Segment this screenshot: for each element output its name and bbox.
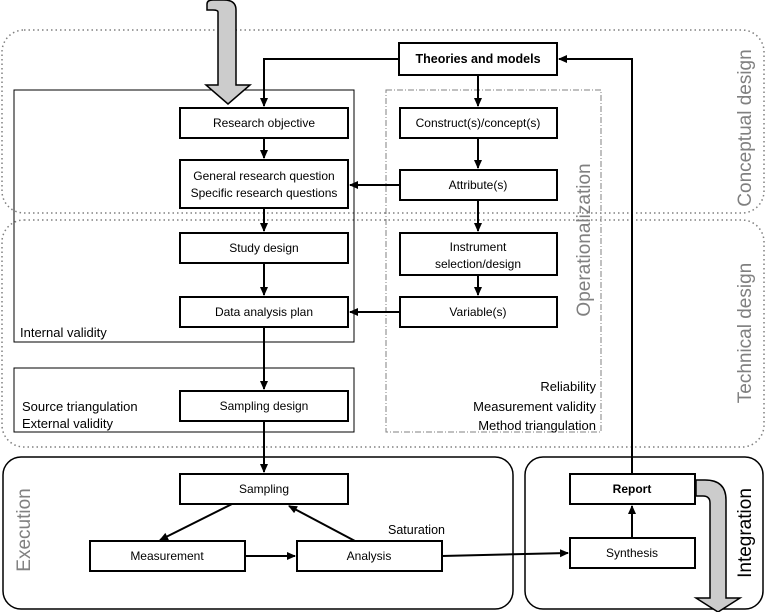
external-validity-label: External validity (22, 416, 114, 431)
report-text: Report (613, 482, 652, 496)
arrow-theories-to-objective (260, 58, 399, 107)
input-arrow (203, 0, 253, 105)
arrow-sampling-to-measurement (159, 503, 233, 541)
external-validity-region (13, 367, 355, 433)
execution-region (2, 456, 514, 610)
internal-validity-region (13, 89, 355, 343)
constructs-text: Construct(s)/concept(s) (416, 116, 541, 130)
sampling-design-text: Sampling design (220, 399, 309, 413)
research-objective-box (179, 107, 349, 139)
phase-label-integration: Integration (735, 488, 756, 578)
arrow-analysis-to-synthesis (441, 549, 569, 558)
analysis-text: Analysis (347, 549, 392, 563)
integration-region (524, 456, 764, 610)
measurement-text: Measurement (130, 549, 204, 563)
instrument-text-1: Instrument (450, 240, 507, 254)
data-analysis-plan-text: Data analysis plan (215, 305, 313, 319)
phase-label-conceptual: Conceptual design (735, 49, 756, 206)
research-questions-box (179, 159, 349, 209)
constructs-box (399, 107, 558, 139)
phase-label-technical: Technical design (735, 263, 756, 403)
attributes-text: Attribute(s) (449, 178, 508, 192)
theories-box (398, 42, 558, 76)
general-question-text: General research question (193, 169, 334, 183)
report-box (569, 473, 696, 505)
method-triangulation-label: Method triangulation (478, 418, 596, 433)
measurement-validity-label: Measurement validity (473, 399, 596, 414)
operationalization-region (385, 89, 602, 433)
sampling-box (179, 473, 349, 505)
variables-text: Variable(s) (449, 305, 506, 319)
arrow-report-to-theories (558, 55, 633, 474)
analysis-box (296, 540, 443, 572)
saturation-label: Saturation (388, 523, 445, 537)
synthesis-text: Synthesis (606, 546, 658, 560)
theories-text: Theories and models (415, 52, 540, 66)
output-arrow (693, 479, 743, 612)
source-triangulation-label: Source triangulation (22, 399, 138, 414)
study-design-text: Study design (229, 241, 298, 255)
specific-questions-text: Specific research questions (191, 186, 338, 200)
internal-validity-label: Internal validity (20, 325, 107, 340)
instrument-text-2: selection/design (435, 257, 521, 271)
reliability-label: Reliability (540, 379, 596, 394)
sampling-text: Sampling (239, 482, 289, 496)
measurement-box (89, 540, 246, 572)
instrument-box (399, 232, 558, 276)
technical-design-region (1, 219, 765, 448)
phase-label-execution: Execution (14, 488, 35, 571)
research-objective-text: Research objective (213, 116, 315, 130)
arrow-analysis-to-sampling (288, 505, 356, 542)
phase-label-operationalization: Operationalization (574, 163, 595, 316)
